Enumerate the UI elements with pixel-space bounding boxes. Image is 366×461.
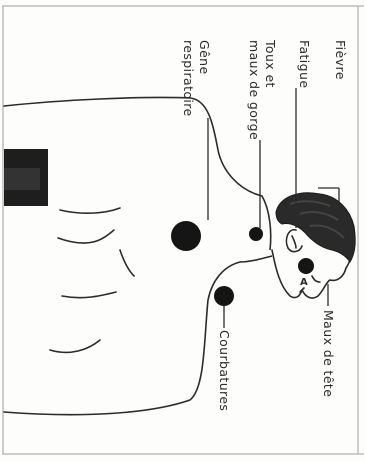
marker-letter: A	[300, 277, 308, 288]
label-fatigue: Fatigue	[297, 40, 312, 88]
label-aches: Courbatures	[217, 330, 232, 411]
spot-headache	[298, 258, 314, 274]
hair	[276, 193, 355, 262]
label-breathing-line2: respiratoire	[181, 40, 196, 117]
label-headache: Maux de tête	[321, 310, 336, 397]
label-cough-line2: maux de gorge	[247, 40, 262, 140]
spot-throat	[249, 227, 263, 241]
label-fever: Fièvre	[333, 40, 348, 80]
label-breathing-line1: Gêne	[197, 40, 212, 75]
shirt-lower-band	[4, 168, 40, 190]
label-cough-line1: Toux et	[263, 39, 278, 88]
spot-shoulder	[214, 286, 234, 306]
spot-chest	[171, 221, 201, 251]
